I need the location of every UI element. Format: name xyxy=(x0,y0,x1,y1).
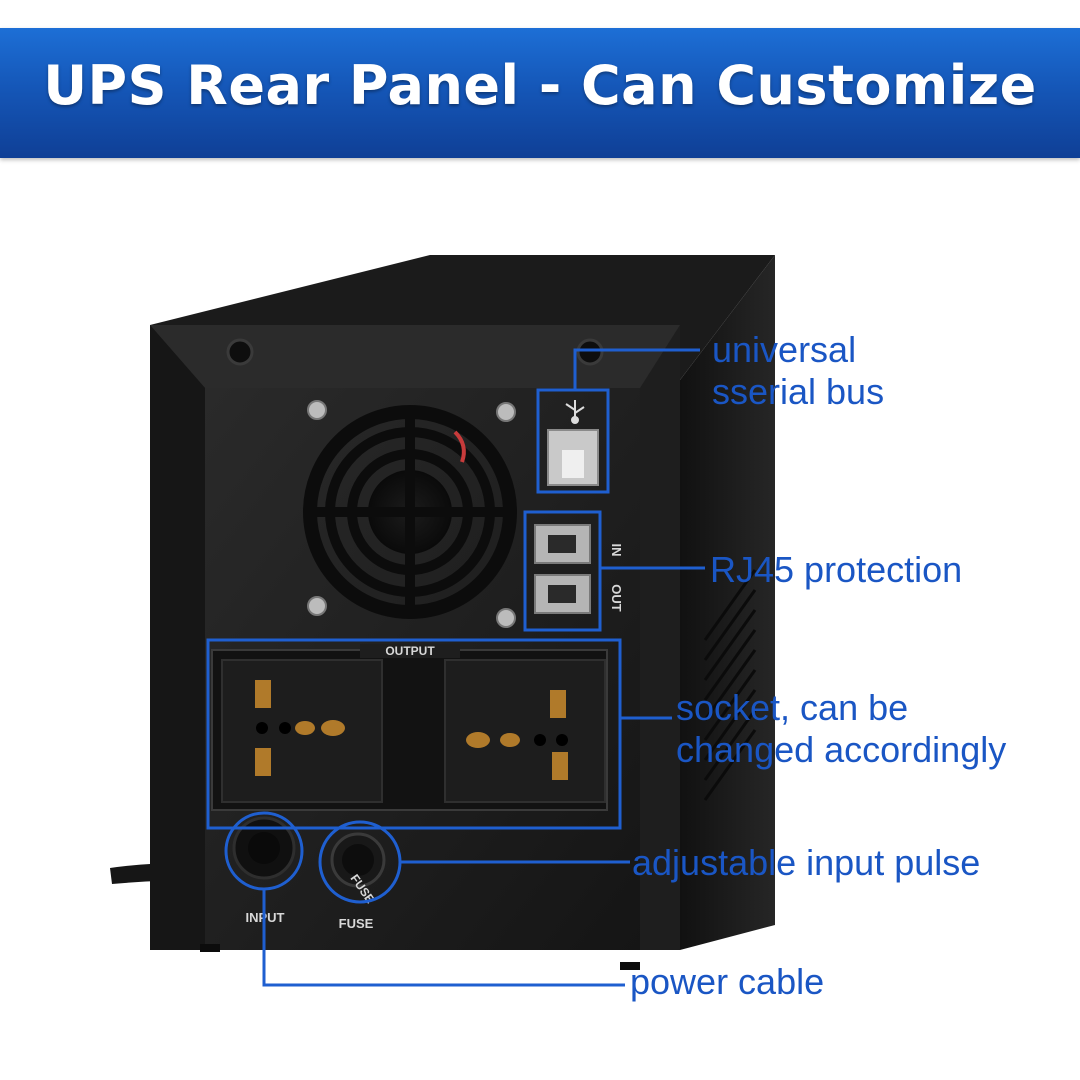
rj45-out-label: OUT xyxy=(609,584,624,612)
socket-left xyxy=(221,659,383,803)
callout-usb-line1: universal xyxy=(712,329,857,370)
page-title: UPS Rear Panel - Can Customize xyxy=(43,54,1037,117)
usb-port xyxy=(547,429,599,486)
callout-socket-line1: socket, can be xyxy=(676,687,909,728)
rj45-in-label: IN xyxy=(609,544,624,557)
foot xyxy=(620,962,640,970)
title-banner: UPS Rear Panel - Can Customize xyxy=(0,28,1080,158)
input-connector xyxy=(232,816,296,880)
cooling-fan xyxy=(303,405,517,619)
ups-side xyxy=(680,255,775,950)
callout-socket-line2: changed accordingly xyxy=(676,729,1007,770)
socket-right xyxy=(444,659,606,803)
output-label: OUTPUT xyxy=(385,644,435,658)
fuse-holder xyxy=(330,832,386,888)
callout-usb-line2: sserial bus xyxy=(712,371,885,412)
rj45-ports xyxy=(534,524,591,614)
fan-screws xyxy=(307,400,516,628)
screw xyxy=(226,338,604,366)
front-bevel-top xyxy=(150,325,680,388)
side-vents xyxy=(703,569,757,801)
usb-icon xyxy=(565,400,585,424)
foot xyxy=(200,944,220,952)
fuse-label: FUSE xyxy=(339,916,374,931)
callout-lines xyxy=(206,348,705,987)
callout-pulse: adjustable input pulse xyxy=(632,842,981,883)
front-bevel-left xyxy=(150,325,205,950)
callout-rj45: RJ45 protection xyxy=(710,549,963,590)
callout-cable: power cable xyxy=(630,961,825,1002)
